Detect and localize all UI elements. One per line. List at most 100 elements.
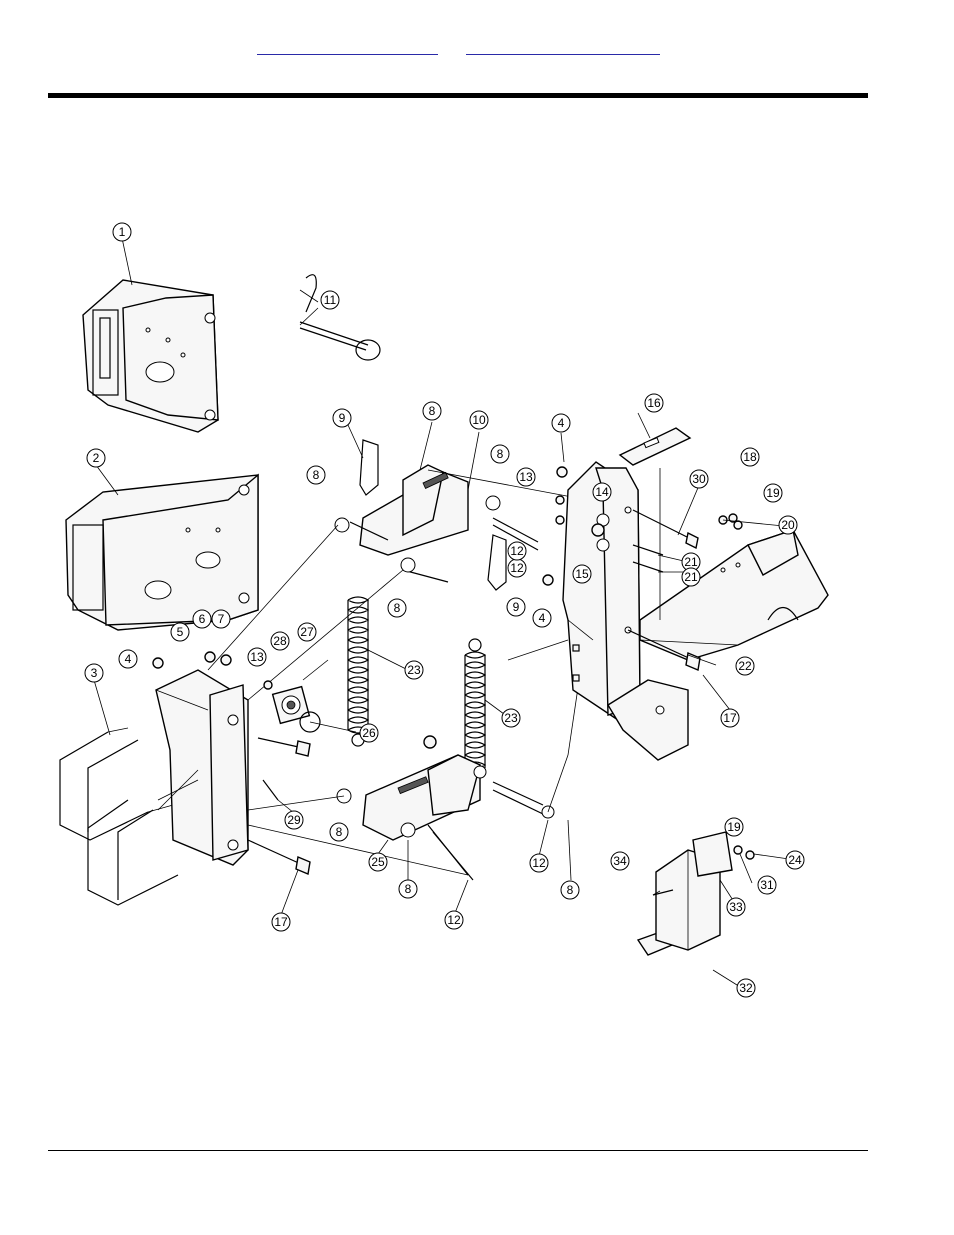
callout-number: 33 bbox=[729, 900, 743, 914]
callout-8: 8 bbox=[423, 402, 441, 420]
callout-number: 8 bbox=[567, 883, 574, 897]
callout-number: 2 bbox=[93, 451, 100, 465]
callout-number: 4 bbox=[539, 611, 546, 625]
callout-30: 30 bbox=[690, 470, 708, 488]
callout-number: 5 bbox=[177, 625, 184, 639]
callout-24: 24 bbox=[786, 851, 804, 869]
callout-number: 21 bbox=[684, 570, 698, 584]
callout-number: 13 bbox=[250, 650, 264, 664]
callout-number: 17 bbox=[723, 711, 737, 725]
callout-number: 21 bbox=[684, 555, 698, 569]
callout-number: 30 bbox=[692, 472, 706, 486]
callout-27: 27 bbox=[298, 623, 316, 641]
callout-number: 10 bbox=[472, 413, 486, 427]
callout-number: 27 bbox=[300, 625, 314, 639]
callout-number: 34 bbox=[613, 854, 627, 868]
callout-32: 32 bbox=[737, 979, 755, 997]
top-rule bbox=[48, 93, 868, 98]
callout-number: 15 bbox=[575, 567, 589, 581]
callout-8: 8 bbox=[491, 445, 509, 463]
part-11-pin bbox=[300, 275, 380, 360]
callout-2: 2 bbox=[87, 449, 105, 467]
callout-number: 32 bbox=[739, 981, 753, 995]
callout-number: 12 bbox=[447, 913, 461, 927]
callout-number: 3 bbox=[91, 666, 98, 680]
callout-4: 4 bbox=[533, 609, 551, 627]
callout-19: 19 bbox=[764, 484, 782, 502]
callout-number: 13 bbox=[519, 470, 533, 484]
callout-9: 9 bbox=[333, 409, 351, 427]
callout-number: 7 bbox=[218, 612, 225, 626]
callout-number: 9 bbox=[513, 600, 520, 614]
callout-number: 31 bbox=[760, 878, 774, 892]
callout-number: 19 bbox=[727, 820, 741, 834]
callout-number: 22 bbox=[738, 659, 752, 673]
callout-17: 17 bbox=[721, 709, 739, 727]
callout-number: 9 bbox=[339, 411, 346, 425]
callout-number: 18 bbox=[743, 450, 757, 464]
callout-31: 31 bbox=[758, 876, 776, 894]
callout-21: 21 bbox=[682, 568, 700, 586]
part-1-bracket bbox=[83, 280, 218, 432]
callout-4: 4 bbox=[119, 650, 137, 668]
callout-8: 8 bbox=[330, 823, 348, 841]
callout-16: 16 bbox=[645, 394, 663, 412]
callout-14: 14 bbox=[593, 483, 611, 501]
callout-8: 8 bbox=[307, 466, 325, 484]
callout-17: 17 bbox=[272, 913, 290, 931]
callout-7: 7 bbox=[212, 610, 230, 628]
callout-34: 34 bbox=[611, 852, 629, 870]
callout-number: 11 bbox=[324, 293, 337, 307]
callout-28: 28 bbox=[271, 632, 289, 650]
callout-25: 25 bbox=[369, 853, 387, 871]
callout-number: 1 bbox=[119, 225, 126, 239]
callout-number: 29 bbox=[287, 813, 301, 827]
callout-number: 8 bbox=[405, 882, 412, 896]
callout-22: 22 bbox=[736, 657, 754, 675]
callout-26: 26 bbox=[360, 724, 378, 742]
callout-15: 15 bbox=[573, 565, 591, 583]
callout-number: 23 bbox=[504, 711, 518, 725]
callout-number: 25 bbox=[371, 855, 385, 869]
callout-12: 12 bbox=[445, 911, 463, 929]
callout-9: 9 bbox=[507, 598, 525, 616]
callout-8: 8 bbox=[388, 599, 406, 617]
bottom-rule bbox=[48, 1150, 868, 1151]
callout-number: 6 bbox=[199, 612, 206, 626]
callout-number: 12 bbox=[510, 544, 524, 558]
callout-33: 33 bbox=[727, 898, 745, 916]
callout-12: 12 bbox=[530, 854, 548, 872]
parts-diagram: 1234567119810841681314301819201281215212… bbox=[48, 200, 838, 1005]
callout-8: 8 bbox=[561, 881, 579, 899]
callout-number: 8 bbox=[394, 601, 401, 615]
callout-13: 13 bbox=[517, 468, 535, 486]
callout-23: 23 bbox=[405, 661, 423, 679]
callout-13: 13 bbox=[248, 648, 266, 666]
part-5-plate bbox=[156, 670, 248, 865]
callout-number: 24 bbox=[788, 853, 802, 867]
callout-3: 3 bbox=[85, 664, 103, 682]
header-link-1[interactable] bbox=[257, 38, 438, 55]
callout-number: 23 bbox=[407, 663, 421, 677]
callout-11: 11 bbox=[321, 291, 339, 309]
callout-23: 23 bbox=[502, 709, 520, 727]
callout-number: 8 bbox=[429, 404, 436, 418]
callout-number: 17 bbox=[274, 915, 288, 929]
callout-number: 8 bbox=[313, 468, 320, 482]
callout-1: 1 bbox=[113, 223, 131, 241]
callout-19: 19 bbox=[725, 818, 743, 836]
callout-29: 29 bbox=[285, 811, 303, 829]
callout-number: 8 bbox=[336, 825, 343, 839]
callout-6: 6 bbox=[193, 610, 211, 628]
callout-number: 19 bbox=[766, 486, 780, 500]
header-link-2[interactable] bbox=[466, 38, 660, 55]
callout-number: 16 bbox=[647, 396, 661, 410]
callout-number: 20 bbox=[781, 518, 795, 532]
callout-number: 4 bbox=[125, 652, 132, 666]
callout-4: 4 bbox=[552, 414, 570, 432]
callout-20: 20 bbox=[779, 516, 797, 534]
callout-number: 26 bbox=[362, 726, 376, 740]
part-3-u-bolts bbox=[60, 728, 178, 905]
part-22-beam bbox=[640, 530, 828, 660]
callout-number: 4 bbox=[558, 416, 565, 430]
